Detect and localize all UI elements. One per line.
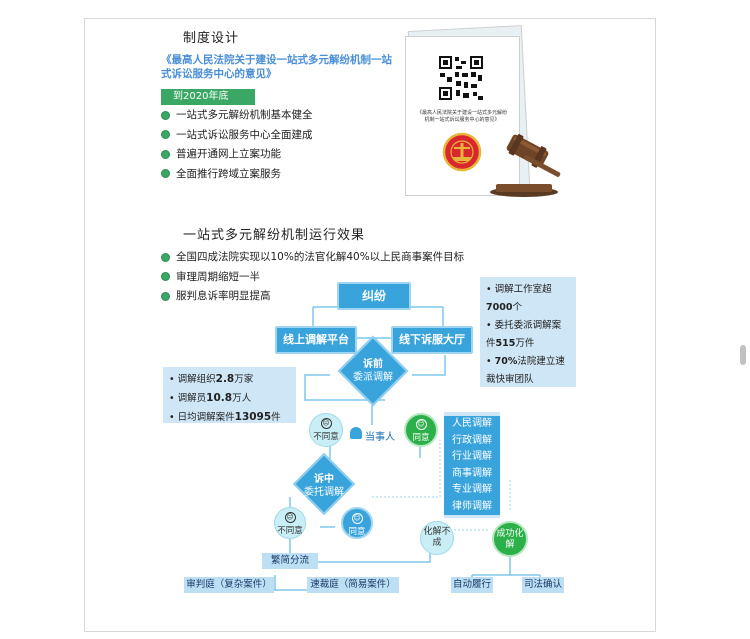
node-agree-2: ☺同意 xyxy=(341,507,373,539)
qr-code-icon xyxy=(438,55,484,101)
node-mediation-failed: 化解不成 xyxy=(420,521,454,555)
section-heading-design: 制度设计 xyxy=(183,31,240,46)
node-disagree-2: ☹不同意 xyxy=(274,507,306,539)
node-offline-hall: 线下诉服大厅 xyxy=(391,326,473,354)
node-online-platform: 线上调解平台 xyxy=(275,326,357,354)
effect-list: 全国四成法院实现以10%的法官化解40%以上民商事案件目标 审理周期缩短一半 服… xyxy=(161,248,464,307)
bullet-icon xyxy=(161,130,170,139)
list-item: 全面推行跨域立案服务 xyxy=(161,165,313,185)
label-party: 当事人 xyxy=(365,432,395,443)
node-trial-court: 审判庭（复杂案件） xyxy=(184,577,274,593)
list-item: 普遍开通网上立案功能 xyxy=(161,145,313,165)
list-item: 一站式诉讼服务中心全面建成 xyxy=(161,126,313,146)
person-icon xyxy=(350,427,362,439)
section-heading-effect: 一站式多元解纷机制运行效果 xyxy=(183,228,366,243)
bullet-icon xyxy=(161,291,170,301)
deadline-badge: 到2020年底 xyxy=(161,89,255,105)
scrollbar-thumb[interactable] xyxy=(740,345,746,365)
node-disagree-1: ☹不同意 xyxy=(309,413,343,447)
bullet-icon xyxy=(161,169,170,178)
node-dispute: 纠纷 xyxy=(337,282,411,310)
gavel-icon xyxy=(490,134,561,197)
list-item: 服判息诉率明显提高 xyxy=(161,287,464,307)
list-item: 全国四成法院实现以10%的法官化解40%以上民商事案件目标 xyxy=(161,248,464,268)
doc-title: 《最高人民法院关于建设一站式多元解纷机制一站式诉讼服务中心的意见》 xyxy=(161,54,392,80)
list-item: 审理周期缩短一半 xyxy=(161,268,464,288)
left-stats-box: • 调解组织2.8万家 • 调解员10.8万人 • 日均调解案件13095件 xyxy=(163,367,296,423)
node-auto-perform: 自动履行 xyxy=(451,577,493,593)
document-caption: 《最高人民法院关于建设一站式多元解纷机制一站式诉讼服务中心的意见》 xyxy=(416,110,507,123)
mediation-types-box: 人民调解 行政调解 行业调解 商事调解 专业调解 律师调解 xyxy=(444,412,500,518)
court-emblem-icon xyxy=(442,132,482,172)
bullet-icon xyxy=(161,252,170,262)
right-stats-box: • 调解工作室超7000个 • 委托委派调解案件515万件 • 70%法院建立速… xyxy=(480,277,576,387)
design-list: 一站式多元解纷机制基本健全 一站式诉讼服务中心全面建成 普遍开通网上立案功能 全… xyxy=(161,106,313,184)
bullet-icon xyxy=(161,272,170,281)
node-fast-court: 速裁庭（简易案件） xyxy=(307,577,399,593)
node-agree-1: ☺同意 xyxy=(404,413,438,447)
node-triage: 繁简分流 xyxy=(262,553,318,569)
node-mediation-success: 成功化解 xyxy=(492,521,528,557)
node-judicial-confirm: 司法确认 xyxy=(522,577,564,593)
bullet-icon xyxy=(161,149,170,159)
bullet-icon xyxy=(161,110,170,120)
list-item: 一站式多元解纷机制基本健全 xyxy=(161,106,313,126)
